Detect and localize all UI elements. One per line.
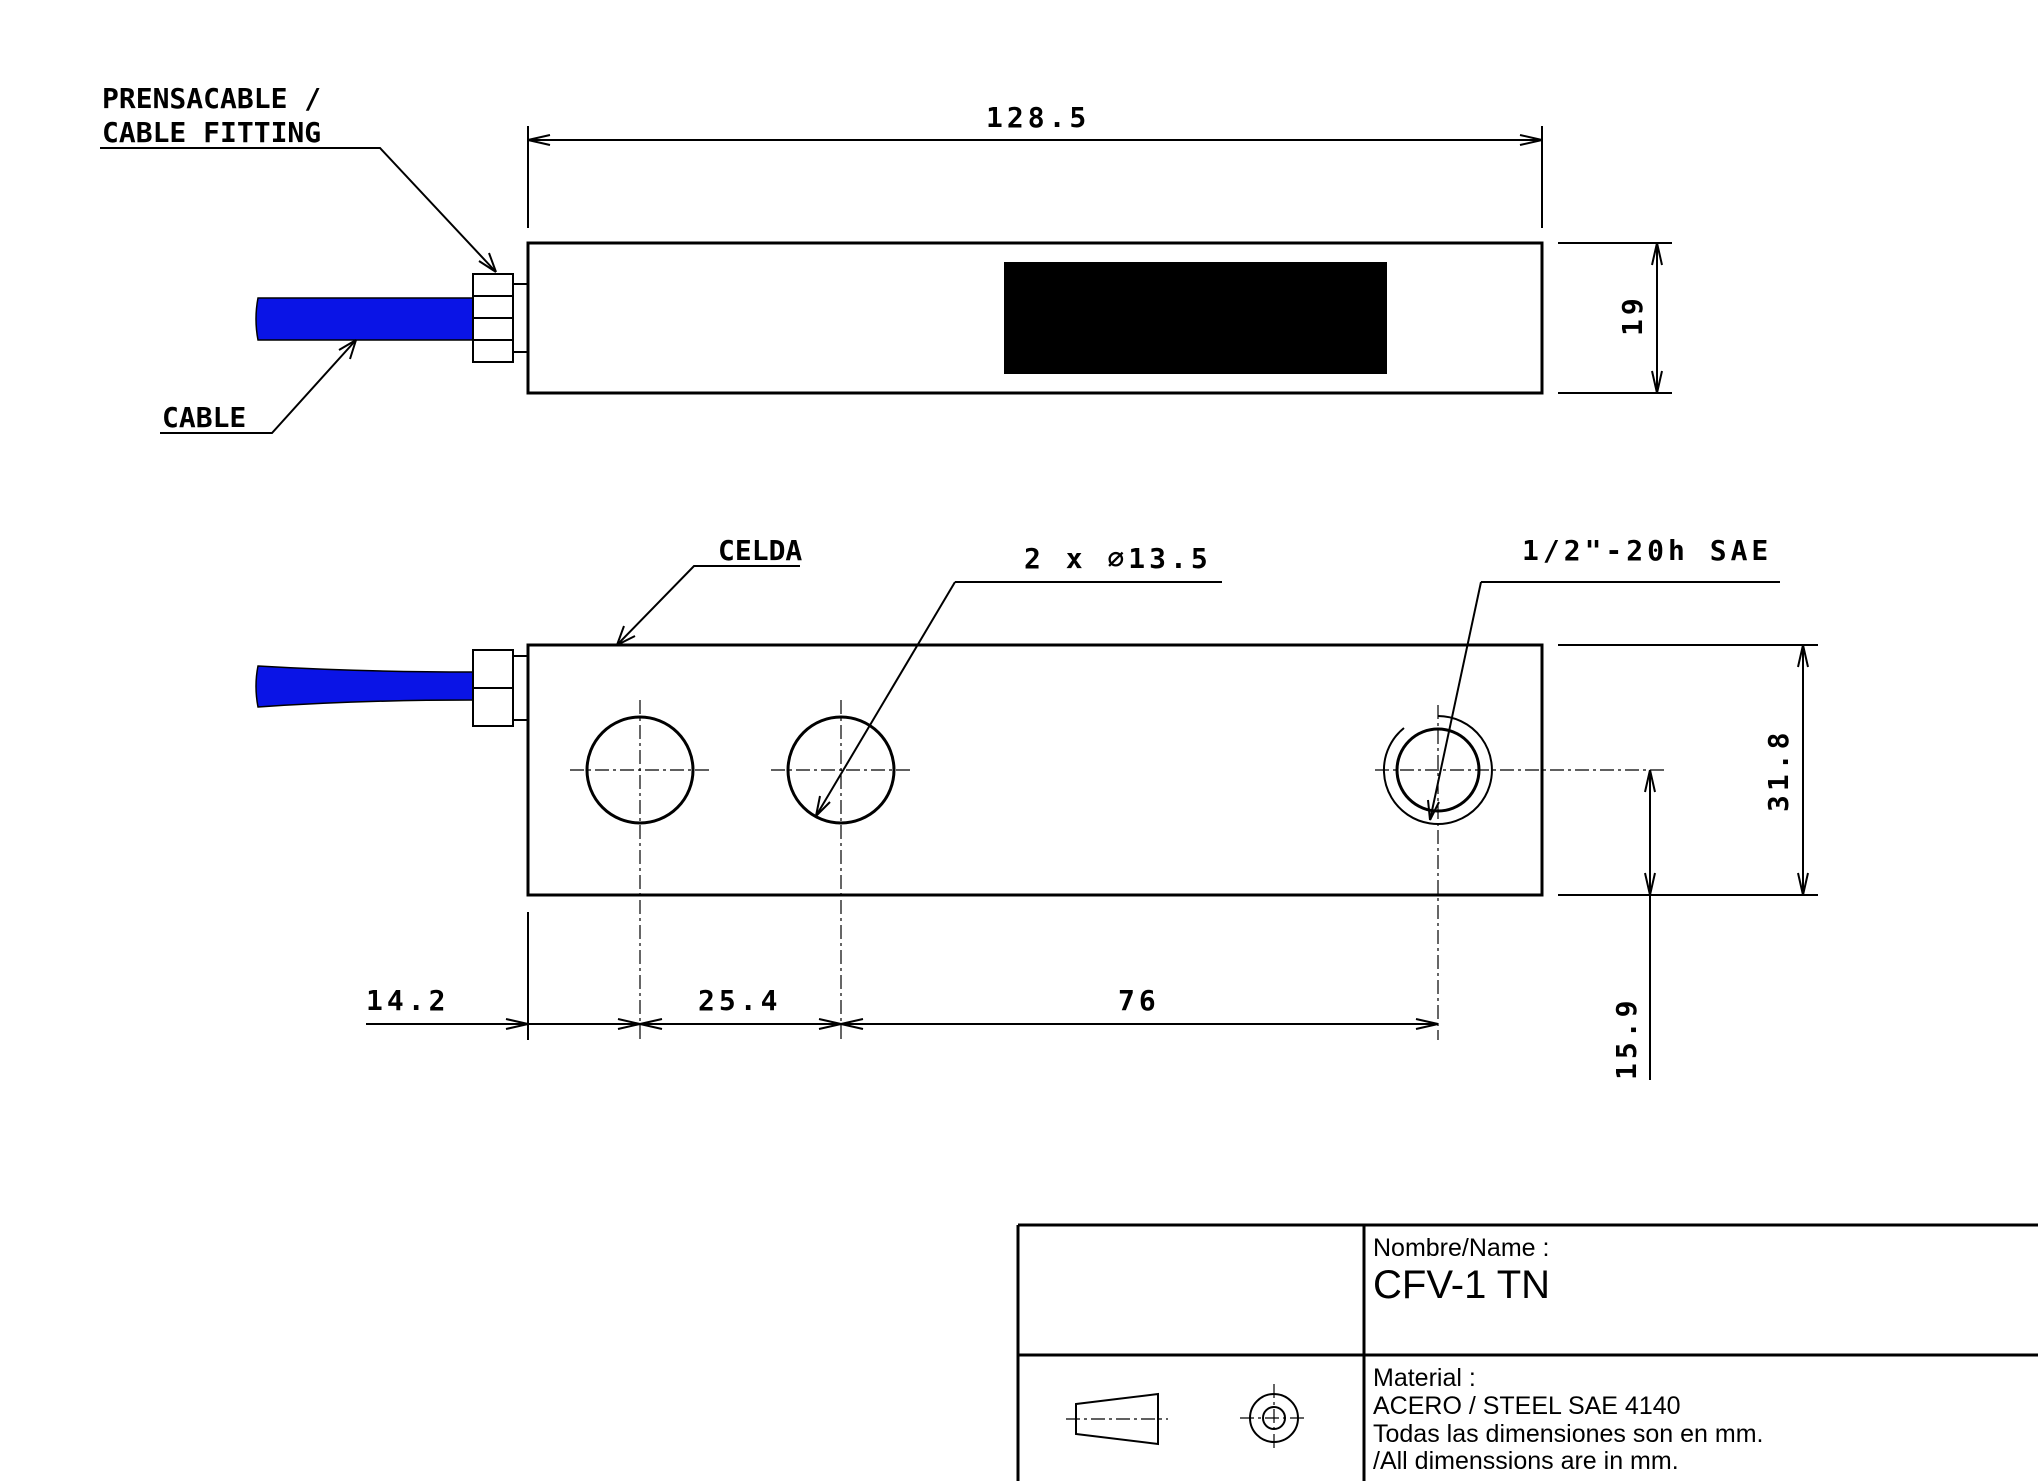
cable-fitting-top bbox=[472, 649, 529, 727]
title-name-label: Nombre/Name : bbox=[1373, 1234, 1549, 1262]
cable-top bbox=[255, 665, 474, 708]
mounting-hole-2 bbox=[786, 715, 896, 825]
dim-load-hole-distance: 76 bbox=[1118, 984, 1160, 1017]
title-block: Nombre/Name : CFV-1 TN Material : ACERO … bbox=[1016, 1223, 2038, 1481]
label-thread: 1/2"-20h SAE bbox=[1522, 534, 1772, 567]
dim-offset-first-hole: 14.2 bbox=[366, 984, 449, 1017]
dim-length: 128.5 bbox=[986, 101, 1090, 134]
label-plate bbox=[1004, 262, 1387, 374]
projection-cone-icon bbox=[1066, 1392, 1168, 1446]
top-view: 2 x ∅13.5 1/2"-20h SAE CELDA 31.8 15.9 1… bbox=[255, 534, 1818, 1080]
label-holes: 2 x ∅13.5 bbox=[1024, 542, 1212, 575]
dim-load-hole-center: 15.9 bbox=[1610, 997, 1643, 1080]
title-material-line1: ACERO / STEEL SAE 4140 bbox=[1373, 1392, 1681, 1420]
mounting-hole-1 bbox=[585, 715, 695, 825]
title-material-line2: Todas las dimensiones son en mm. bbox=[1373, 1420, 1763, 1448]
label-cable-fitting-line2: CABLE FITTING bbox=[102, 116, 321, 149]
title-material-label: Material : bbox=[1373, 1364, 1476, 1392]
title-name-value: CFV-1 TN bbox=[1373, 1263, 1550, 1307]
thread-arc bbox=[1382, 715, 1493, 825]
side-view: 128.5 19 PRENSACABLE / CABLE FITTING CAB… bbox=[100, 82, 1672, 434]
label-cable-fitting-line1: PRENSACABLE / bbox=[102, 82, 321, 115]
title-material-line3: /All dimenssions are in mm. bbox=[1373, 1447, 1679, 1475]
projection-circle-icon bbox=[1240, 1384, 1308, 1452]
cable-fitting-side bbox=[472, 273, 529, 363]
dim-height-side: 19 bbox=[1616, 294, 1649, 336]
cable-side bbox=[255, 297, 474, 341]
dim-hole-spacing: 25.4 bbox=[698, 984, 781, 1017]
dim-height-top: 31.8 bbox=[1762, 729, 1795, 812]
load-cell-body-top bbox=[526, 643, 1544, 897]
label-cell: CELDA bbox=[718, 534, 802, 567]
label-cable: CABLE bbox=[162, 401, 246, 434]
